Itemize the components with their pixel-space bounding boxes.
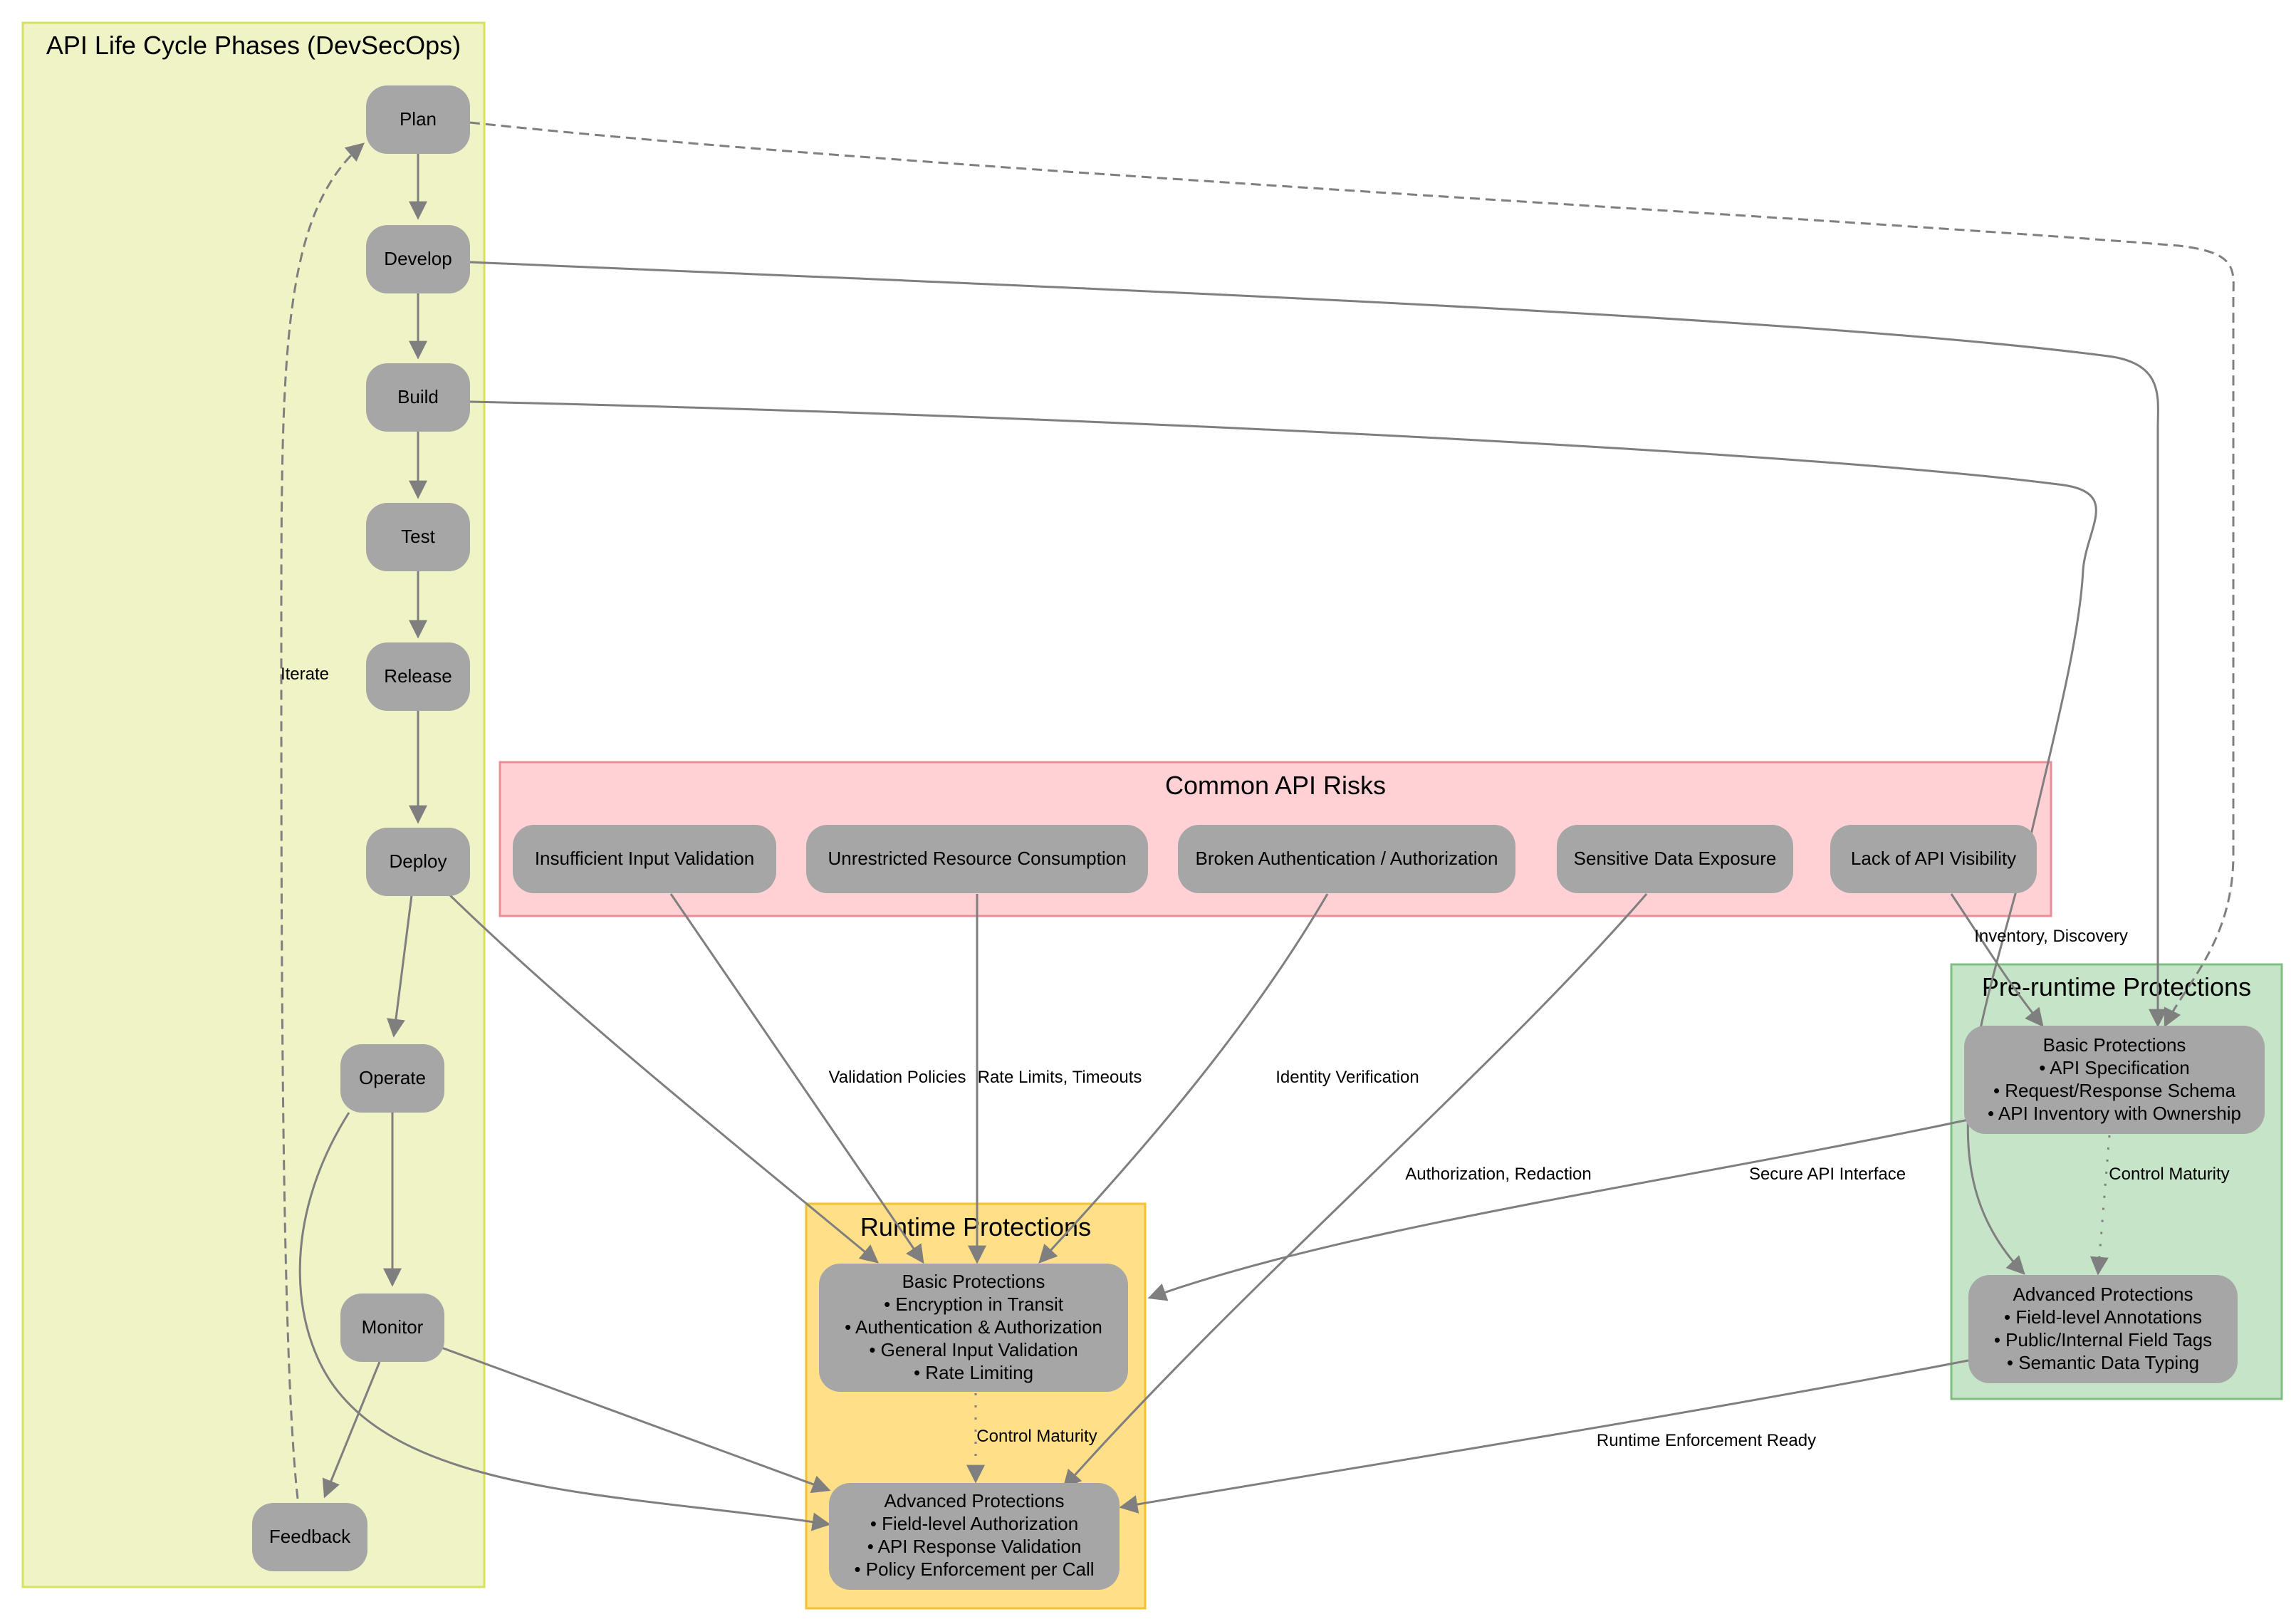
node-risk-auth[interactable]: Broken Authentication / Authorization <box>1178 825 1515 893</box>
label-rate: Rate Limits, Timeouts <box>978 1068 1142 1087</box>
edge-plan-prebasic <box>469 121 2235 1028</box>
edges <box>280 121 2235 1531</box>
node-build[interactable]: Build <box>366 363 470 432</box>
label-iterate: Iterate <box>281 665 329 684</box>
cluster-title-runtime: Runtime Protections <box>860 1212 1091 1242</box>
edge-labels: Iterate Validation Policies Rate Limits,… <box>281 665 2230 1450</box>
node-risk-input[interactable]: Insufficient Input Validation <box>513 825 776 893</box>
node-risk-resource[interactable]: Unrestricted Resource Consumption <box>806 825 1148 893</box>
node-pre-basic[interactable]: Basic Protections • API Specification • … <box>1964 1026 2265 1134</box>
cluster-title-lifecycle: API Life Cycle Phases (DevSecOps) <box>46 31 461 60</box>
node-test-label: Test <box>401 526 435 547</box>
label-runtime-ready: Runtime Enforcement Ready <box>1597 1431 1816 1450</box>
node-test[interactable]: Test <box>366 503 470 571</box>
cluster-title-preruntime: Pre-runtime Protections <box>1982 972 2251 1001</box>
node-pre-basic-title: Basic Protections <box>2043 1034 2186 1056</box>
edge-monitor-rtadv <box>441 1346 831 1494</box>
node-develop[interactable]: Develop <box>366 225 470 293</box>
lifecycle-nodes: Plan Develop Build Test Release Deploy O… <box>252 85 470 1571</box>
edge-monitor-feedback <box>322 1361 381 1499</box>
node-rt-basic-item: • Rate Limiting <box>914 1362 1033 1383</box>
edge-data-rtadv <box>1063 893 1648 1489</box>
edge-prebasic-rtbasic <box>1147 1118 1969 1301</box>
node-rt-adv-item: • API Response Validation <box>867 1536 1082 1557</box>
edge-preadv-rtadv <box>1119 1359 1969 1514</box>
edge-build-preadv <box>469 400 2097 1275</box>
label-maturity-pre: Control Maturity <box>2109 1165 2229 1184</box>
node-pre-basic-item: • Request/Response Schema <box>1993 1080 2236 1101</box>
node-risk-data-label: Sensitive Data Exposure <box>1574 848 1777 869</box>
edge-visibility-prebasic <box>1950 893 2044 1028</box>
node-rt-adv-item: • Policy Enforcement per Call <box>854 1558 1094 1580</box>
node-develop-label: Develop <box>384 248 452 269</box>
node-risk-visibility[interactable]: Lack of API Visibility <box>1830 825 2037 893</box>
preruntime-nodes: Basic Protections • API Specification • … <box>1964 1026 2265 1383</box>
node-rt-basic-title: Basic Protections <box>902 1271 1045 1292</box>
node-operate[interactable]: Operate <box>340 1044 444 1113</box>
node-rt-basic-item: • Encryption in Transit <box>884 1294 1064 1315</box>
edge-operate-rtadv <box>298 1112 831 1531</box>
edge-deploy-rtbasic <box>449 894 880 1264</box>
node-monitor[interactable]: Monitor <box>340 1294 444 1362</box>
label-validation: Validation Policies <box>829 1068 966 1087</box>
node-risk-input-label: Insufficient Input Validation <box>535 848 754 869</box>
node-plan[interactable]: Plan <box>366 85 470 154</box>
node-deploy-label: Deploy <box>390 850 447 872</box>
node-risk-data[interactable]: Sensitive Data Exposure <box>1557 825 1793 893</box>
edge-input-rtbasic <box>669 893 924 1264</box>
node-pre-adv-title: Advanced Protections <box>2013 1284 2193 1305</box>
node-pre-basic-item: • API Specification <box>2039 1057 2189 1078</box>
edge-develop-prebasic <box>469 261 2167 1028</box>
node-rt-basic[interactable]: Basic Protections • Encryption in Transi… <box>819 1264 1128 1392</box>
node-pre-adv-item: • Public/Internal Field Tags <box>1994 1329 2212 1350</box>
node-pre-basic-item: • API Inventory with Ownership <box>1988 1103 2241 1124</box>
node-rt-basic-item: • General Input Validation <box>869 1339 1077 1360</box>
node-rt-adv[interactable]: Advanced Protections • Field-level Autho… <box>829 1483 1120 1590</box>
node-risk-resource-label: Unrestricted Resource Consumption <box>828 848 1126 869</box>
node-rt-basic-item: • Authentication & Authorization <box>845 1316 1102 1338</box>
node-build-label: Build <box>397 386 439 407</box>
label-identity: Identity Verification <box>1275 1068 1419 1087</box>
node-monitor-label: Monitor <box>362 1316 424 1338</box>
node-rt-adv-title: Advanced Protections <box>885 1490 1065 1511</box>
label-maturity-rt: Control Maturity <box>976 1427 1097 1446</box>
edge-auth-rtbasic <box>1038 893 1329 1264</box>
label-secure-api: Secure API Interface <box>1749 1165 1906 1184</box>
label-authz: Authorization, Redaction <box>1405 1165 1592 1184</box>
node-rt-adv-item: • Field-level Authorization <box>870 1513 1078 1534</box>
node-operate-label: Operate <box>359 1067 426 1088</box>
cluster-title-risks: Common API Risks <box>1165 771 1386 800</box>
node-pre-adv-item: • Semantic Data Typing <box>2007 1352 2199 1373</box>
edge-deploy-operate <box>387 895 413 1038</box>
node-plan-label: Plan <box>400 108 437 130</box>
node-pre-adv-item: • Field-level Annotations <box>2004 1306 2202 1328</box>
node-feedback-label: Feedback <box>269 1526 351 1547</box>
node-release[interactable]: Release <box>366 642 470 711</box>
node-pre-adv[interactable]: Advanced Protections • Field-level Annot… <box>1968 1275 2238 1383</box>
edge-feedback-plan <box>280 142 365 1499</box>
risk-nodes: Insufficient Input Validation Unrestrict… <box>513 825 2037 893</box>
node-risk-auth-label: Broken Authentication / Authorization <box>1196 848 1498 869</box>
label-inventory: Inventory, Discovery <box>1974 927 2128 946</box>
node-feedback[interactable]: Feedback <box>252 1503 367 1571</box>
node-release-label: Release <box>384 665 452 687</box>
node-risk-visibility-label: Lack of API Visibility <box>1851 848 2016 869</box>
node-deploy[interactable]: Deploy <box>366 828 470 896</box>
runtime-nodes: Basic Protections • Encryption in Transi… <box>819 1264 1128 1590</box>
